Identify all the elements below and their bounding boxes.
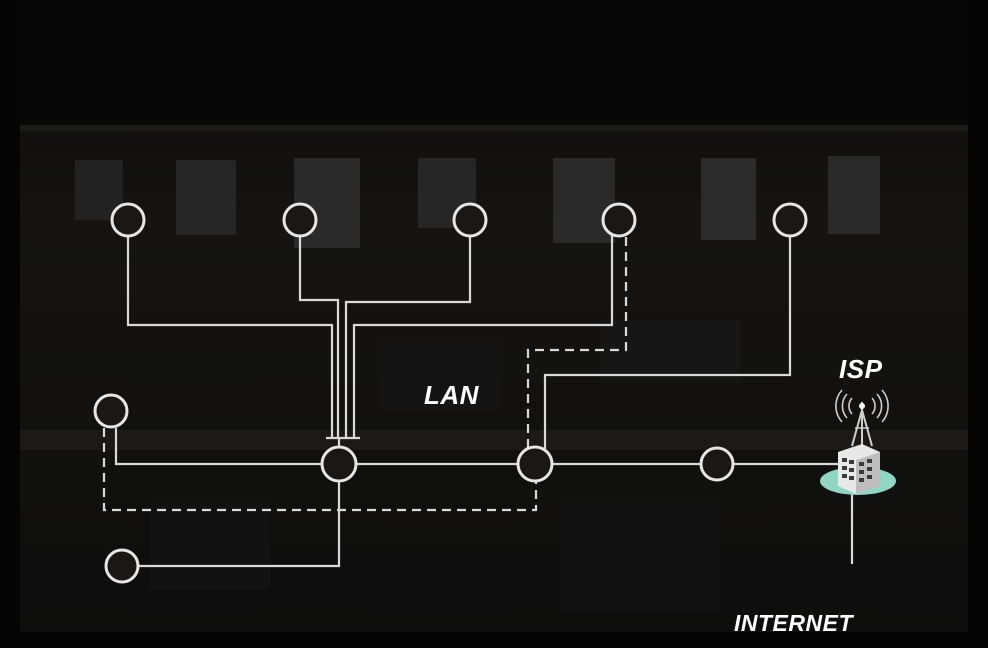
node-top-5 <box>772 202 808 238</box>
wire-top-node-4 <box>352 222 614 438</box>
isp-tower-building-icon <box>820 389 896 495</box>
node-top-1 <box>110 202 146 238</box>
dashed-link-top-node-4 <box>526 222 628 449</box>
hub-node-1 <box>320 445 358 483</box>
wire-top-node-1 <box>126 222 334 438</box>
node-top-4 <box>601 202 637 238</box>
node-right <box>699 446 735 482</box>
node-left <box>93 393 129 429</box>
hub-node-2 <box>516 445 554 483</box>
node-top-2 <box>282 202 318 238</box>
internet-label: INTERNET <box>734 610 853 636</box>
wire-top-node-3 <box>344 222 472 438</box>
lan-label: LAN <box>424 380 479 410</box>
wire-top-node-2 <box>298 222 340 438</box>
isp-label: ISP <box>839 354 883 384</box>
dashed-link-left-node <box>102 428 538 512</box>
nodes <box>93 202 808 584</box>
node-bottom <box>104 548 140 584</box>
node-top-3 <box>452 202 488 238</box>
wires <box>114 222 854 568</box>
wire-top-node-5 <box>543 222 792 449</box>
wire-left-node <box>114 428 322 466</box>
wireless-links <box>102 222 628 512</box>
